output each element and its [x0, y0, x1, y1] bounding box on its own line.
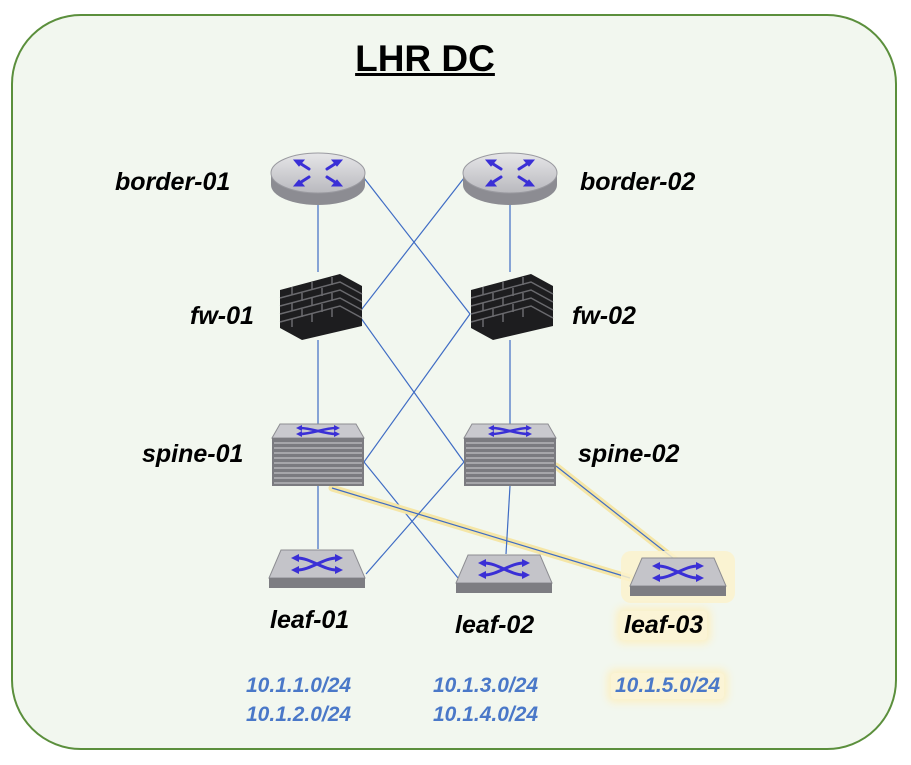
leaf-02-label: leaf-02: [455, 611, 535, 639]
spine-switch-icon-spine-02: [463, 423, 557, 486]
leaf-01-label: leaf-01: [270, 606, 350, 634]
leaf-02-subnet-1: 10.1.3.0/24: [433, 674, 539, 697]
leaf-switch-icon-leaf-03: [621, 551, 735, 603]
link-border-02-fw-01: [357, 177, 465, 315]
firewall-icon-fw-02: [470, 274, 554, 340]
fw-02-label: fw-02: [572, 302, 636, 330]
fw-01-label: fw-01: [190, 302, 254, 330]
leaf-03-label: leaf-03: [620, 611, 708, 640]
link-spine-02-leaf-02: [505, 485, 511, 555]
link-spine-01-leaf-03: [331, 487, 631, 579]
border-01-label: border-01: [115, 168, 231, 196]
leaf-01-subnet-1: 10.1.1.0/24: [246, 674, 352, 697]
link-spine-02-leaf-03: [555, 465, 679, 563]
link-spine-02-leaf-01: [365, 461, 465, 575]
router-icon-border-02: [462, 152, 558, 205]
link-fw-02-spine-01: [363, 313, 471, 463]
border-02-label: border-02: [580, 168, 696, 196]
diagram-title: LHR DC: [355, 38, 495, 79]
leaf-03-subnet-1: 10.1.5.0/24: [611, 673, 725, 699]
spine-01-label: spine-01: [142, 440, 244, 468]
leaf-switch-icon-leaf-01: [268, 549, 366, 588]
link-border-01-fw-02: [363, 177, 471, 315]
leaf-01-subnet-2: 10.1.2.0/24: [246, 703, 352, 726]
link-spine-01-leaf-02: [363, 461, 459, 579]
link-fw-01-spine-02: [357, 313, 465, 463]
spine-switch-icon-spine-01: [271, 423, 365, 486]
router-icon-border-01: [270, 152, 366, 205]
firewall-icon-fw-01: [279, 274, 363, 340]
leaf-02-subnet-2: 10.1.4.0/24: [433, 703, 539, 726]
leaf-switch-icon-leaf-02: [455, 554, 553, 593]
datacenter-panel: [11, 14, 897, 750]
spine-02-label: spine-02: [578, 440, 680, 468]
